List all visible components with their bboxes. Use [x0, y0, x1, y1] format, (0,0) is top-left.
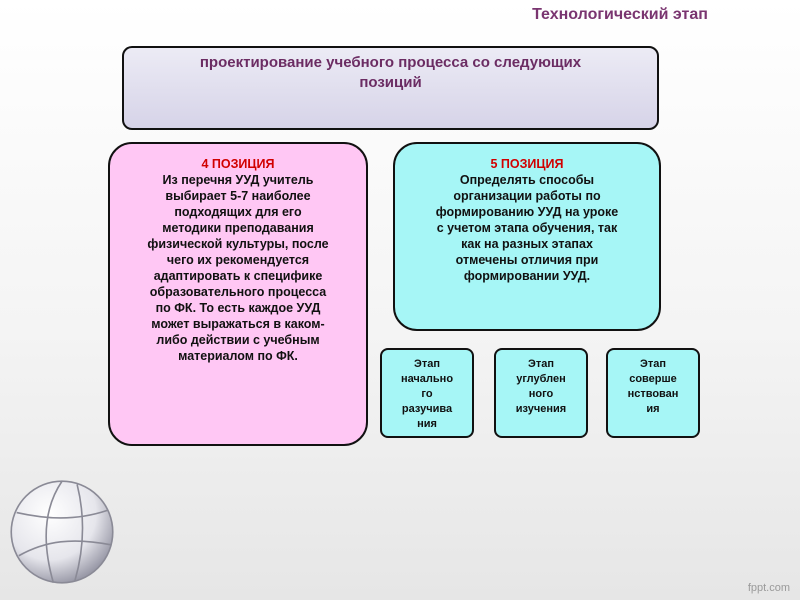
stage-line: углублен	[516, 373, 566, 385]
position-4-title: 4 ПОЗИЦИЯ	[201, 157, 275, 171]
position-5-box: 5 ПОЗИЦИЯ Определять способы организации…	[393, 142, 661, 331]
stage-line: ия	[646, 403, 660, 415]
position-4-line: чего их рекомендуется	[166, 253, 310, 267]
position-4-line: Из перечня УУД учитель	[162, 173, 314, 187]
watermark-text: fppt.com	[747, 582, 790, 594]
position-5-line: отмечены отличия при	[455, 253, 599, 267]
stage-line: изучения	[515, 403, 567, 415]
position-4-line: выбирает 5-7 наиболее	[165, 189, 311, 203]
stage-line: го	[421, 388, 433, 400]
stage-deep-study-box: Этап углублен ного изучения	[494, 348, 588, 438]
stage-line: Этап	[528, 358, 554, 370]
slide-title: Технологический этап	[532, 6, 708, 23]
position-5-line: формированию УУД на уроке	[435, 205, 619, 219]
main-topic-line-1: проектирование учебного процесса со след…	[199, 54, 582, 71]
stage-improvement-box: Этап соверше нствован ия	[606, 348, 700, 438]
stage-line: Этап	[640, 358, 666, 370]
stage-line: соверше	[629, 373, 677, 385]
stage-line: разучива	[401, 403, 453, 415]
position-5-line: формировании УУД.	[463, 269, 591, 283]
stage-initial-learning-box: Этап начально го разучива ния	[380, 348, 474, 438]
main-topic-line-2: позиций	[359, 74, 422, 91]
stage-line: ния	[417, 418, 437, 430]
stage-line: начально	[400, 373, 454, 385]
position-4-line: материалом по ФК.	[178, 349, 298, 363]
position-4-line: адаптировать к специфике	[153, 269, 323, 283]
stage-line: нствован	[627, 388, 679, 400]
position-5-line: организации работы по	[453, 189, 601, 203]
position-5-line: с учетом этапа обучения, так	[436, 221, 618, 235]
position-4-line: либо действии с учебным	[156, 333, 320, 347]
position-4-line: подходящих для его	[174, 205, 302, 219]
stage-line: ного	[528, 388, 554, 400]
position-4-line: образовательного процесса	[149, 285, 327, 299]
position-5-line: Определять способы	[459, 173, 595, 187]
position-4-box: 4 ПОЗИЦИЯ Из перечня УУД учитель выбирае…	[108, 142, 368, 446]
main-topic-box: проектирование учебного процесса со след…	[122, 46, 659, 130]
position-4-line: физической культуры, после	[147, 237, 329, 251]
position-4-line: методики преподавания	[162, 221, 314, 235]
position-4-line: может выражаться в каком-	[151, 317, 325, 331]
position-4-line: по ФК. То есть каждое УУД	[155, 301, 321, 315]
position-5-line: как на разных этапах	[461, 237, 593, 251]
volleyball-icon	[10, 480, 114, 584]
stage-line: Этап	[414, 358, 440, 370]
position-5-title: 5 ПОЗИЦИЯ	[490, 157, 564, 171]
